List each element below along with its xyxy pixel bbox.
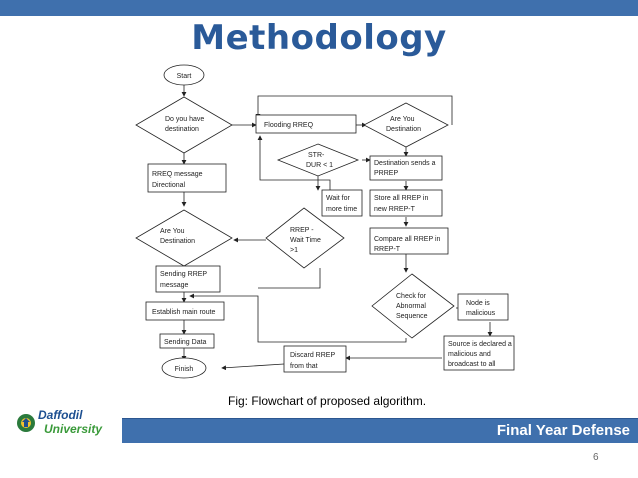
svg-text:broadcast to all: broadcast to all [448,361,496,368]
logo-text-university: University [44,422,103,436]
university-logo [17,414,35,432]
svg-text:Directional: Directional [152,182,186,189]
svg-text:from that: from that [290,363,318,370]
svg-text:Sending Data: Sending Data [164,339,207,346]
svg-text:Sequence: Sequence [396,313,428,320]
svg-text:Abnormal: Abnormal [396,303,426,310]
svg-text:Wait for: Wait for [326,195,351,202]
are-you-destination-2-decision: Are You Destination [135,209,233,267]
svg-text:new RREP-T: new RREP-T [374,206,416,213]
store-rrep-box: Store all RREP in new RREP-T [369,189,443,217]
svg-text:Finish: Finish [175,366,194,373]
establish-route-box: Establish main route [145,301,225,321]
svg-text:Establish main route: Establish main route [152,309,216,316]
destination-sends-box: Destination sends a PRREP [369,155,443,181]
footer-bar: Final Year Defense [122,418,638,443]
svg-text:RREQ message: RREQ message [152,171,203,178]
svg-text:more time: more time [326,206,357,213]
svg-text:Start: Start [177,73,192,80]
svg-text:RREP-T: RREP-T [374,246,401,253]
svg-text:DUR < 1: DUR < 1 [306,162,333,169]
flooding-rreq-box: Flooding RREQ [255,114,357,134]
rreq-directional-box: RREQ message Directional [147,163,227,193]
are-you-destination-1-decision: Are You Destination [363,102,449,148]
finish-node: Finish [161,357,207,379]
svg-text:Store all RREP in: Store all RREP in [374,195,428,202]
page-number: 6 [593,452,599,463]
sending-rrep-box: Sending RREP message [155,265,221,293]
svg-text:Compare all RREP in: Compare all RREP in [374,236,441,243]
svg-text:Check for: Check for [396,293,427,300]
svg-text:STR-: STR- [308,152,325,159]
svg-text:PRREP: PRREP [374,170,398,177]
top-accent-bar [0,0,638,16]
compare-rrep-box: Compare all RREP in RREP-T [369,227,449,255]
node-malicious-box: Node is malicious [457,293,509,321]
svg-text:Destination: Destination [386,126,421,133]
start-node: Start [163,64,205,86]
footer-title: Final Year Defense [496,422,630,439]
figure-caption: Fig: Flowchart of proposed algorithm. [228,394,427,408]
svg-text:destination: destination [165,126,199,133]
discard-rrep-box: Discard RREP from that [283,345,347,373]
svg-text:Destination: Destination [160,238,195,245]
wait-more-time-box: Wait for more time [321,189,363,217]
svg-text:malicious and: malicious and [448,351,491,358]
str-dur-decision: STR- DUR < 1 [276,143,360,177]
svg-text:Flooding RREQ: Flooding RREQ [264,122,314,129]
svg-text:Sending RREP: Sending RREP [160,271,207,278]
logo-text-daffodil: Daffodil [38,408,83,422]
svg-text:Node is: Node is [466,300,490,307]
svg-text:RREP -: RREP - [290,227,314,234]
svg-text:Are You: Are You [390,116,415,123]
check-abnormal-sequence-decision: Check for Abnormal Sequence [371,273,455,339]
svg-text:message: message [160,282,189,289]
svg-text:Source is declared a: Source is declared a [448,341,512,348]
source-declared-box: Source is declared a malicious and broad… [443,335,515,371]
svg-text:Destination sends a: Destination sends a [374,160,436,167]
flowchart: Start Do you have destination Flooding R… [135,64,515,379]
svg-text:Are You: Are You [160,228,185,235]
svg-text:Wait Time: Wait Time [290,237,321,244]
svg-text:malicious: malicious [466,310,496,317]
svg-text:Do you have: Do you have [165,116,204,123]
svg-text:Discard RREP: Discard RREP [290,352,335,359]
rrep-wait-time-decision: RREP - Wait Time >1 [265,207,345,269]
have-destination-decision: Do you have destination [135,96,233,154]
svg-text:>1: >1 [290,247,298,254]
sending-data-box: Sending Data [159,333,215,349]
slide-title: Methodology [191,18,447,58]
